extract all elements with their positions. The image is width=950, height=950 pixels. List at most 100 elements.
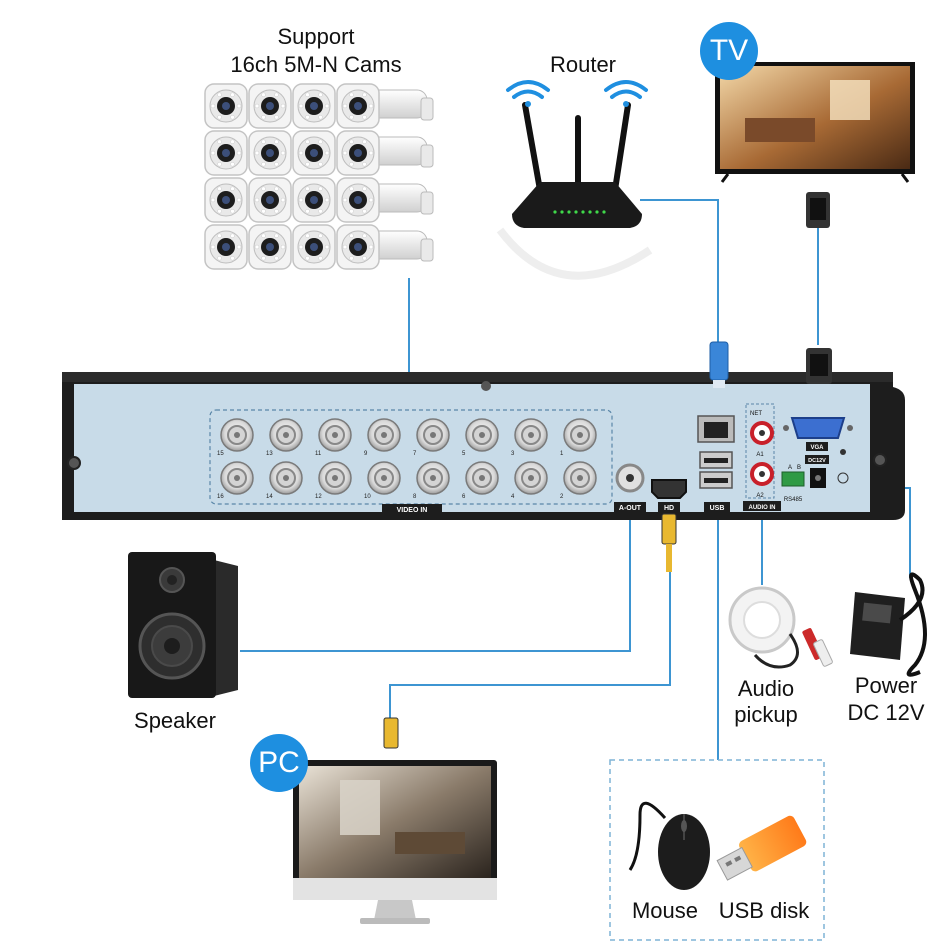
camera-icon xyxy=(248,83,292,129)
vga-plug-pins xyxy=(810,354,828,376)
speaker-device xyxy=(128,552,238,698)
a-terminal-label: A xyxy=(788,465,792,471)
audio-pickup-label-1: Audio xyxy=(737,676,795,701)
camera-icon xyxy=(336,224,434,270)
pc-stand xyxy=(374,900,416,920)
aout-label-bg xyxy=(614,502,646,512)
net-label: NET xyxy=(750,411,762,417)
pickup-mesh xyxy=(743,601,781,639)
vga-port xyxy=(790,417,846,439)
dvr-top-screw xyxy=(481,381,491,391)
wifi-left-icon xyxy=(506,80,550,107)
usb-disk-device xyxy=(716,815,807,881)
channel-number: 5 xyxy=(462,451,466,457)
tv-vga-pins xyxy=(810,198,826,220)
cable-router-net xyxy=(640,199,719,345)
rj45-socket xyxy=(704,422,728,438)
cables xyxy=(240,199,911,760)
power-label-2: DC 12V xyxy=(847,700,925,725)
dvr-top-lip xyxy=(62,372,893,382)
camera-icon xyxy=(292,130,336,176)
power-adapter-device xyxy=(850,572,927,677)
a2-pin xyxy=(759,471,765,477)
pc-screen xyxy=(299,766,491,878)
cable-pc-hd xyxy=(389,572,671,718)
mouse-body xyxy=(658,814,710,890)
camera-icon xyxy=(292,177,336,223)
bnc-connector: 14 xyxy=(266,461,303,500)
wifi-right-icon xyxy=(604,80,648,107)
bnc-connector: 3 xyxy=(511,418,548,457)
camera-icon xyxy=(204,130,248,176)
audio-in-label: AUDIO IN xyxy=(749,505,776,511)
camera-icon xyxy=(336,177,434,223)
usb-label: USB xyxy=(710,505,725,512)
bnc-connector: 12 xyxy=(315,461,352,500)
usb-disk-hole-2 xyxy=(734,855,742,862)
bnc-connector: 5 xyxy=(462,418,499,457)
audio-in-label-bg xyxy=(743,501,781,511)
tv-feet xyxy=(720,173,910,183)
pickup-rca-white xyxy=(813,639,833,667)
bnc-connector: 16 xyxy=(217,461,254,500)
camera-icon xyxy=(248,224,292,270)
tv-device xyxy=(715,62,915,228)
pc-base xyxy=(360,918,430,924)
camera-icon xyxy=(204,177,248,223)
vga-label-bg xyxy=(806,442,828,451)
bnc-connector: 7 xyxy=(413,418,450,457)
channel-number: 3 xyxy=(511,451,515,457)
hd-label: HD xyxy=(664,505,674,512)
router-leds xyxy=(553,210,606,214)
bnc-connector: 15 xyxy=(217,418,254,457)
tv-sofa xyxy=(745,118,815,142)
router-halo xyxy=(496,227,653,280)
audio-in-box xyxy=(745,403,775,499)
channel-number: 13 xyxy=(266,451,273,457)
camera-icon xyxy=(336,130,434,176)
bnc-connector: 4 xyxy=(511,461,548,500)
dvr-screw-left xyxy=(67,456,81,470)
channel-number: 7 xyxy=(413,451,417,457)
speaker-label: Speaker xyxy=(134,708,216,733)
hdmi-cable-plug xyxy=(661,513,677,545)
router-antenna-right xyxy=(612,102,631,193)
router-body xyxy=(512,182,642,228)
pickup-cable xyxy=(753,633,799,669)
channel-number: 15 xyxy=(217,451,224,457)
cable-speaker-aout xyxy=(240,510,631,652)
bnc-connector: 9 xyxy=(364,418,401,457)
cams-model-label: 16ch 5M-N Cams xyxy=(230,52,402,77)
bnc-connector: 10 xyxy=(364,461,401,500)
channel-number: 10 xyxy=(364,494,371,500)
usb-devices-box xyxy=(609,759,825,941)
rs485-label: RS485 xyxy=(784,497,803,503)
camera-icon xyxy=(248,177,292,223)
rs485-terminal xyxy=(781,471,805,487)
audio-pickup-device xyxy=(728,586,833,669)
camera-icon xyxy=(204,83,248,129)
router-label: Router xyxy=(549,52,617,77)
vga-screw-right xyxy=(847,425,853,431)
bnc-connector: 2 xyxy=(560,461,597,500)
adapter-cord xyxy=(898,572,927,677)
power-label-1: Power xyxy=(854,673,918,698)
aout-pin xyxy=(626,474,634,482)
hdmi-port xyxy=(651,479,687,499)
channel-number: 2 xyxy=(560,494,564,500)
dc-pin xyxy=(815,475,821,481)
cams-support-label: Support xyxy=(277,24,355,49)
hdmi-cable xyxy=(666,544,672,572)
usb-bottom-socket xyxy=(704,478,728,483)
router-antenna-left xyxy=(522,102,543,193)
camera-icon xyxy=(292,224,336,270)
channel-number: 4 xyxy=(511,494,515,500)
speaker-side xyxy=(214,560,238,696)
audio-pickup-label-2: pickup xyxy=(734,702,798,727)
video-in-label: VIDEO IN xyxy=(397,507,428,514)
channel-number: 12 xyxy=(315,494,322,500)
panel-led xyxy=(840,449,846,455)
tv-badge: TV xyxy=(700,22,758,80)
